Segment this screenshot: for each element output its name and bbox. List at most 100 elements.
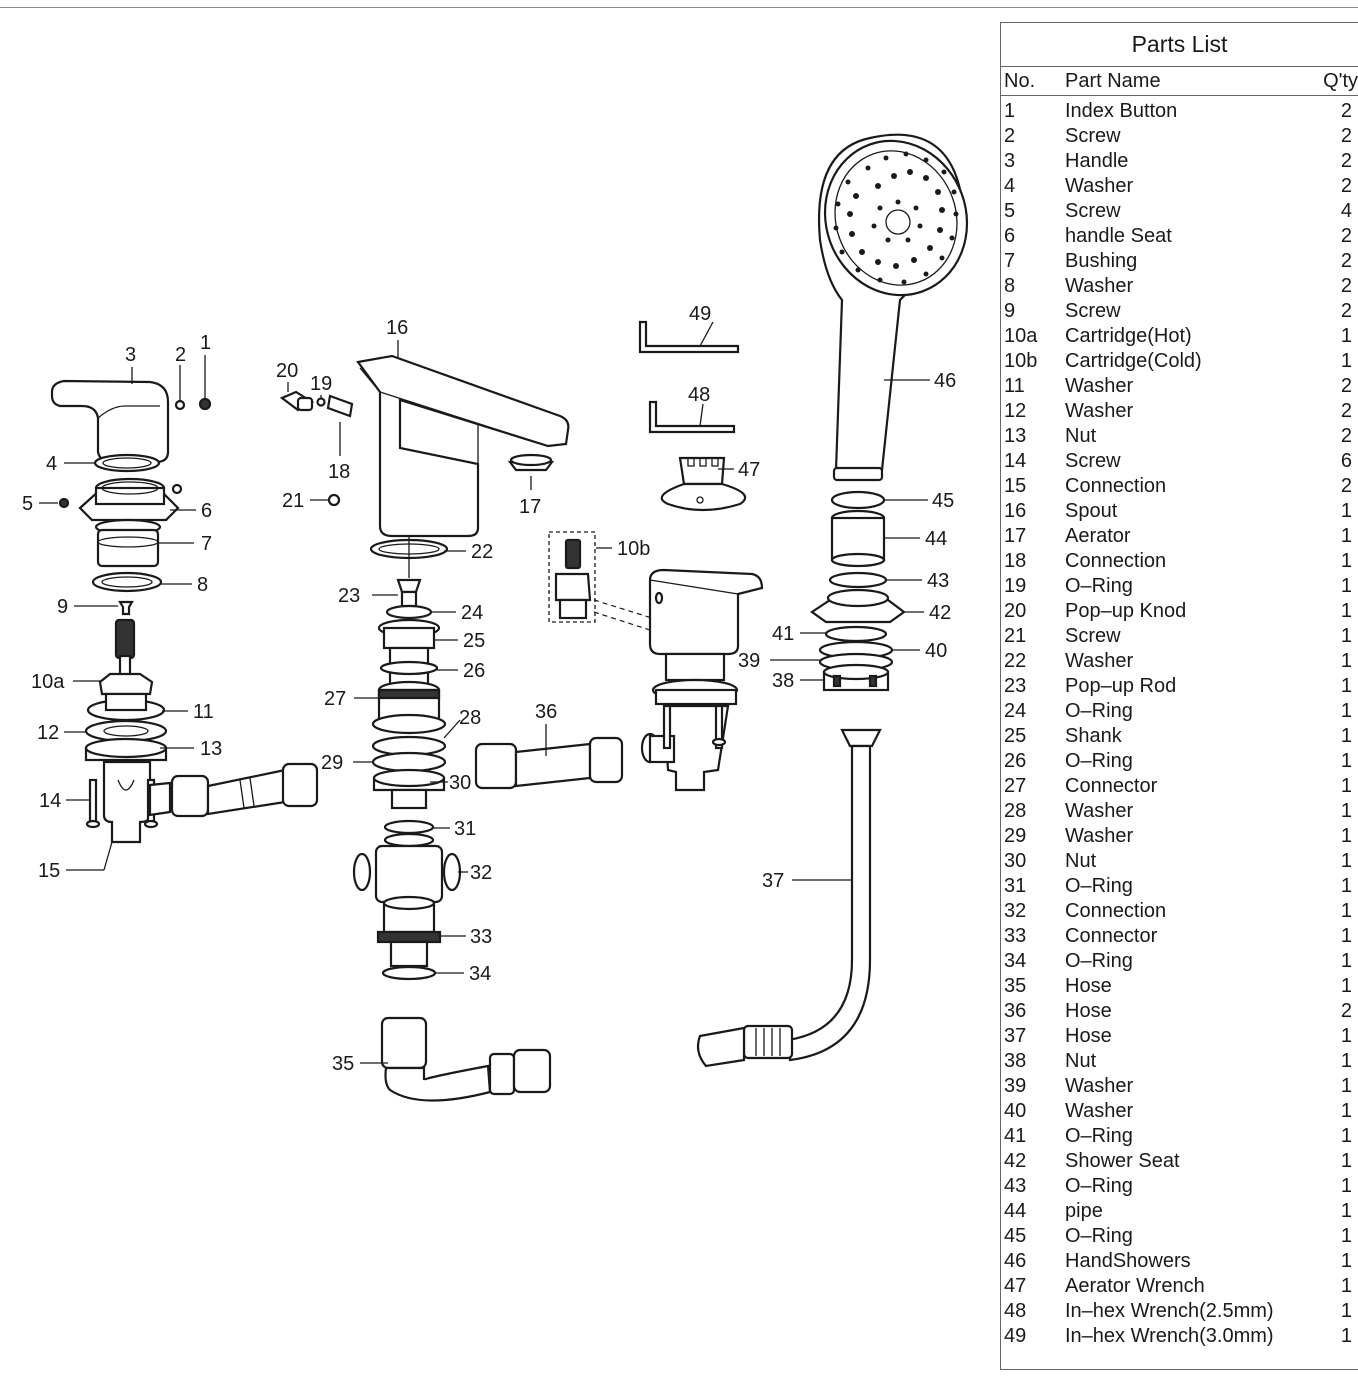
callout-18: 18 (328, 461, 350, 483)
part-number: 39 (1004, 1075, 1027, 1097)
callout-9: 9 (57, 596, 68, 618)
part-name: Washer (1065, 800, 1134, 822)
part-number: 32 (1004, 900, 1027, 922)
part-qty: 1 (1340, 1075, 1352, 1097)
left-handle-assembly (50, 379, 319, 844)
part-qty: 1 (1340, 825, 1352, 847)
part-name: Hose (1065, 975, 1112, 997)
callout-5: 5 (22, 493, 33, 515)
part-qty: 2 (1340, 1000, 1352, 1022)
part-number: 19 (1004, 575, 1027, 597)
part-qty: 1 (1340, 675, 1352, 697)
header-part-name: Part Name (1065, 70, 1161, 92)
part-name: Connection (1065, 900, 1167, 922)
callout-47: 47 (738, 459, 760, 481)
part-name: Washer (1065, 275, 1134, 297)
callout-8: 8 (197, 574, 208, 596)
part-number: 13 (1004, 425, 1027, 447)
callout-43: 43 (927, 570, 949, 592)
callout-1: 1 (200, 332, 211, 354)
part-name: Hose (1065, 1025, 1112, 1047)
part-qty: 1 (1340, 325, 1352, 347)
part-number: 16 (1004, 500, 1027, 522)
callout-44: 44 (925, 528, 947, 550)
part-name: pipe (1065, 1200, 1103, 1222)
part-number: 8 (1004, 275, 1016, 297)
part-number: 23 (1004, 675, 1027, 697)
part-number: 6 (1004, 225, 1016, 247)
part-qty: 1 (1340, 850, 1352, 872)
part-number: 38 (1004, 1050, 1027, 1072)
part-name: Washer (1065, 1100, 1134, 1122)
part-name: Screw (1065, 625, 1121, 647)
part-number: 22 (1004, 650, 1027, 672)
part-number: 10a (1004, 325, 1038, 347)
part-number: 2 (1004, 125, 1016, 147)
part-number: 25 (1004, 725, 1027, 747)
part-qty: 1 (1340, 1225, 1352, 1247)
part-qty: 1 (1340, 1175, 1352, 1197)
callout-33: 33 (470, 926, 492, 948)
part-number: 30 (1004, 850, 1027, 872)
part-name: In–hex Wrench(3.0mm) (1065, 1325, 1274, 1347)
part-number: 21 (1004, 625, 1027, 647)
part-qty: 2 (1340, 150, 1352, 172)
part-qty: 1 (1340, 750, 1352, 772)
part-qty: 2 (1340, 300, 1352, 322)
callout-31: 31 (454, 818, 476, 840)
part-name: Washer (1065, 1075, 1134, 1097)
right-handle-assembly (474, 531, 764, 792)
callout-6: 6 (201, 500, 212, 522)
part-number: 1 (1004, 100, 1016, 122)
part-qty: 1 (1340, 1200, 1352, 1222)
leader-lines (39, 321, 930, 1064)
callout-24: 24 (461, 602, 483, 624)
part-name: Nut (1065, 425, 1097, 447)
callout-2: 2 (175, 344, 186, 366)
part-name: Washer (1065, 400, 1134, 422)
part-name: Connector (1065, 775, 1158, 797)
part-number: 7 (1004, 250, 1016, 272)
part-qty: 1 (1340, 1300, 1352, 1322)
callout-10a: 10a (31, 671, 65, 693)
part-qty: 2 (1340, 375, 1352, 397)
part-qty: 1 (1340, 700, 1352, 722)
part-name: Screw (1065, 300, 1121, 322)
part-qty: 1 (1340, 1250, 1352, 1272)
part-name: Screw (1065, 125, 1121, 147)
callout-46: 46 (934, 370, 956, 392)
part-qty: 1 (1340, 800, 1352, 822)
part-qty: 1 (1340, 725, 1352, 747)
callout-45: 45 (932, 490, 954, 512)
part-qty: 1 (1340, 575, 1352, 597)
part-number: 18 (1004, 550, 1027, 572)
part-qty: 1 (1340, 625, 1352, 647)
parts-list-header: No. Part Name Q'ty (1001, 67, 1358, 96)
part-qty: 2 (1340, 100, 1352, 122)
part-qty: 1 (1340, 600, 1352, 622)
callout-21: 21 (282, 490, 304, 512)
part-name: Connector (1065, 925, 1158, 947)
part-name: Screw (1065, 200, 1121, 222)
part-qty: 2 (1340, 475, 1352, 497)
part-number: 41 (1004, 1125, 1027, 1147)
callout-labels: 1 2 3 4 5 6 7 8 9 10a 10b 11 12 13 14 15… (22, 303, 956, 1075)
callout-12: 12 (37, 722, 59, 744)
part-qty: 2 (1340, 400, 1352, 422)
part-qty: 1 (1340, 925, 1352, 947)
